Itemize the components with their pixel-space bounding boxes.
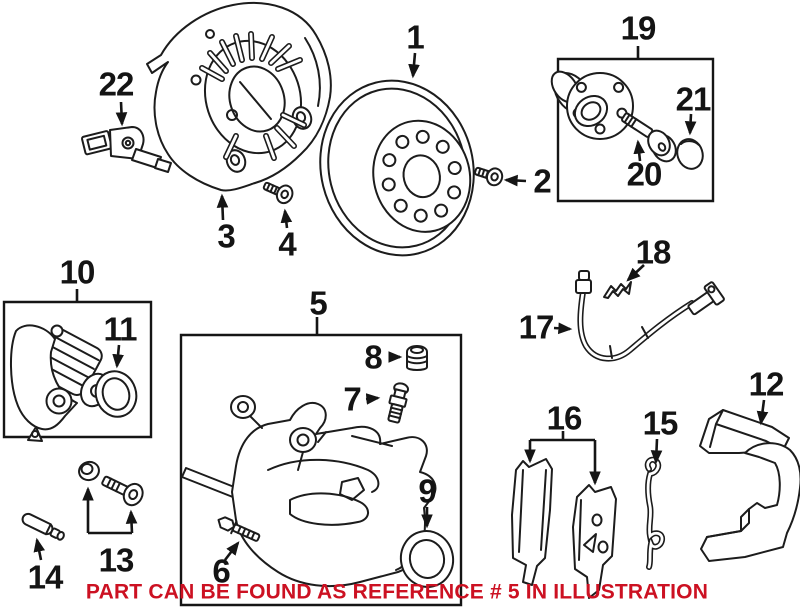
callout-label-4: 4 — [278, 225, 296, 263]
callout-arrow-21 — [684, 114, 697, 136]
callout-label-21: 21 — [675, 80, 712, 118]
shield-vent-slots — [202, 34, 304, 158]
caliper-group-box — [181, 335, 461, 605]
callout-label-12: 12 — [748, 365, 785, 403]
guide-sleeve-bolt-illustration — [77, 460, 146, 509]
splash-shield-illustration — [147, 3, 331, 191]
wheel-hub-illustration — [546, 66, 633, 139]
hub-bolt-illustration — [621, 113, 680, 166]
callout-arrow-15 — [650, 439, 663, 465]
caliper-carrier-illustration — [700, 410, 800, 561]
callout-label-11: 11 — [103, 310, 138, 348]
callout-arrow-3 — [216, 193, 229, 220]
reference-note: PART CAN BE FOUND AS REFERENCE # 5 IN IL… — [85, 580, 709, 604]
callout-label-20: 20 — [626, 155, 663, 193]
callout-arrow-12 — [756, 400, 769, 426]
callout-arrow-14 — [33, 537, 46, 560]
callout-label-15: 15 — [642, 404, 679, 442]
parking-actuator-illustration — [11, 325, 114, 441]
callout-arrow-7 — [365, 393, 381, 405]
callout-arrow-1 — [408, 53, 420, 79]
o-ring-illustration — [90, 366, 142, 422]
callout-arrow-20 — [633, 139, 646, 161]
callout-label-5: 5 — [309, 284, 327, 322]
callout-arrow-2 — [503, 174, 526, 187]
callout-label-14: 14 — [27, 558, 64, 596]
callout-label-18: 18 — [635, 233, 672, 271]
pad-spring-illustration — [648, 460, 662, 567]
callout-arrow-18 — [626, 265, 644, 282]
guide-pin-illustration — [21, 512, 66, 542]
set-screw-illustration — [473, 163, 504, 188]
bleeder-cap-illustration — [407, 346, 427, 370]
hub-group-box — [558, 59, 713, 201]
callout-arrow-11 — [112, 345, 124, 369]
rotor-illustration — [302, 64, 492, 272]
callout-label-1: 1 — [406, 18, 424, 56]
brake-pads-illustration — [512, 459, 616, 598]
callout-arrow-6 — [225, 541, 240, 560]
callout-label-3: 3 — [217, 217, 235, 255]
callout-label-13: 13 — [98, 541, 135, 579]
callout-label-16: 16 — [546, 399, 583, 437]
callout-label-8: 8 — [364, 338, 382, 376]
piston-seal-illustration — [396, 526, 459, 592]
callout-arrow-22 — [115, 102, 128, 127]
brake-hose-illustration — [576, 271, 725, 359]
callout-bracket-16 — [530, 431, 595, 440]
callout-label-7: 7 — [343, 380, 361, 418]
shield-screw-illustration — [261, 177, 295, 205]
callout-arrow-4 — [280, 208, 293, 228]
callout-label-10: 10 — [59, 253, 96, 291]
callout-label-17: 17 — [518, 308, 555, 346]
callout-label-6: 6 — [212, 552, 230, 590]
caliper-bolt-illustration — [216, 514, 261, 544]
dust-cap-illustration — [673, 136, 706, 172]
hose-clip-illustration — [604, 282, 631, 298]
bleeder-valve-illustration — [385, 382, 410, 424]
callout-label-22: 22 — [98, 65, 135, 103]
abs-sensor-illustration — [82, 127, 171, 172]
callout-label-2: 2 — [533, 162, 551, 200]
actuator-group-box — [4, 302, 151, 437]
callout-arrows — [33, 46, 769, 560]
callout-label-19: 19 — [620, 9, 657, 47]
callout-label-9: 9 — [418, 472, 436, 510]
callout-arrow-17 — [554, 322, 573, 335]
caliper-illustration — [182, 396, 435, 586]
